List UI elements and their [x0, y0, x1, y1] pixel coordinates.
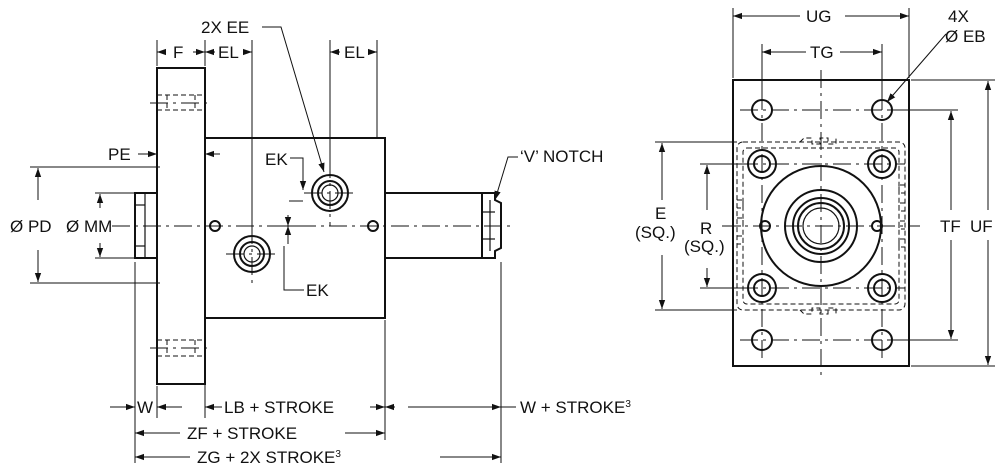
- svg-text:EK: EK: [306, 281, 329, 300]
- cylinder-body: [204, 137, 386, 319]
- dim-e: E: [655, 204, 666, 223]
- dim-zf: ZF + STROKE: [187, 424, 297, 443]
- dim-w-stroke: W + STROKE3: [520, 398, 631, 417]
- dim-eb-count: 4X: [948, 7, 969, 26]
- dim-lb: LB + STROKE: [224, 398, 334, 417]
- svg-text:PE: PE: [108, 145, 131, 164]
- dim-el-right: EL: [344, 43, 365, 62]
- dim-pe: PE: [108, 145, 220, 164]
- dim-r: R: [700, 219, 712, 238]
- svg-text:‘V’ NOTCH: ‘V’ NOTCH: [520, 147, 603, 166]
- dim-mm: Ø MM: [66, 217, 112, 236]
- dim-ek-top: EK: [265, 150, 307, 227]
- dim-e-sq: (SQ.): [635, 223, 676, 242]
- end-dimensions: UG TG 4X Ø EB E (SQ.) R (SQ.) TF: [635, 7, 995, 367]
- dim-eb: Ø EB: [945, 27, 986, 46]
- dim-pd: Ø PD: [10, 217, 52, 236]
- dim-tg: TG: [810, 43, 834, 62]
- svg-text:EK: EK: [265, 150, 288, 169]
- dim-uf: UF: [970, 217, 993, 236]
- dim-tf: TF: [940, 217, 961, 236]
- dim-zg: ZG + 2X STROKE3: [197, 448, 341, 467]
- dim-ek-bottom: EK: [278, 215, 329, 300]
- dim-ug: UG: [806, 7, 832, 26]
- dim-f: F: [173, 43, 183, 62]
- dim-el-left: EL: [218, 43, 239, 62]
- dim-pd-mm: Ø PD Ø MM: [10, 166, 160, 284]
- dim-w: W: [137, 398, 153, 417]
- dim-ee: 2X EE: [201, 18, 249, 37]
- dim-r-sq: (SQ.): [684, 237, 725, 256]
- top-dimensions: F EL EL 2X EE: [157, 18, 377, 173]
- dim-v-notch: ‘V’ NOTCH: [494, 147, 603, 201]
- side-view: [112, 40, 512, 385]
- end-view: [722, 70, 920, 378]
- bottom-dimensions: W LB + STROKE W + STROKE3 ZF + STROKE ZG…: [110, 262, 631, 467]
- screw-hole-left: [209, 220, 221, 232]
- screw-hole-right: [367, 220, 379, 232]
